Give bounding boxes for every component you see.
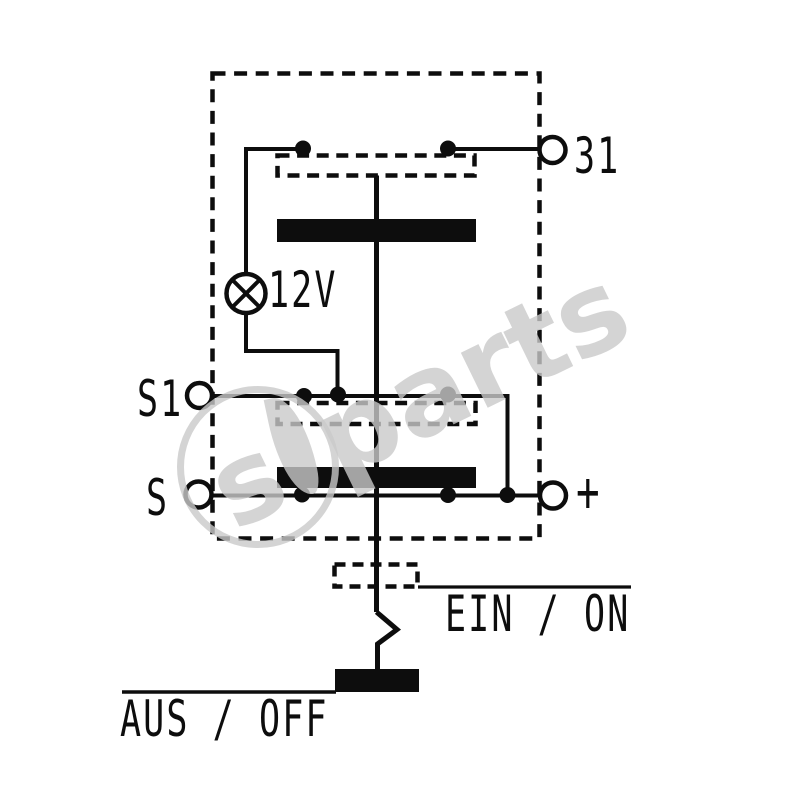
lamp-icon — [224, 271, 268, 316]
wire-lamp-to-s1-line — [244, 311, 340, 396]
spring-zigzag-line — [374, 610, 402, 670]
wire-31-to-lamp — [244, 147, 303, 277]
rocker-base-bar — [335, 669, 419, 692]
label-terminal-s1: S1 — [137, 370, 184, 428]
watermark-circle-icon — [177, 386, 339, 548]
top-contact-housing-dashed-box — [275, 153, 477, 178]
contact-dot-s1-right — [440, 386, 456, 403]
terminal-circle-plus — [537, 480, 569, 511]
contact-dot-s-right — [440, 487, 456, 503]
top-contact-bar — [277, 219, 476, 242]
terminal-circle-31 — [537, 134, 568, 166]
junction-dot-lamp — [330, 386, 346, 403]
lamp-cross-line-2 — [231, 278, 261, 309]
contact-dot-31-left — [295, 140, 311, 157]
label-terminal-plus: + — [576, 460, 602, 525]
label-terminal-31: 31 — [574, 127, 621, 185]
label-lamp-voltage: 12V — [268, 261, 338, 319]
junction-dot-plus — [499, 487, 516, 503]
label-state-off: AUS / OFF — [120, 690, 329, 748]
label-state-on: EIN / ON — [445, 585, 631, 643]
contact-dot-31-right — [440, 140, 456, 157]
terminal-circle-s1 — [184, 380, 215, 411]
label-terminal-s: S — [146, 469, 170, 527]
